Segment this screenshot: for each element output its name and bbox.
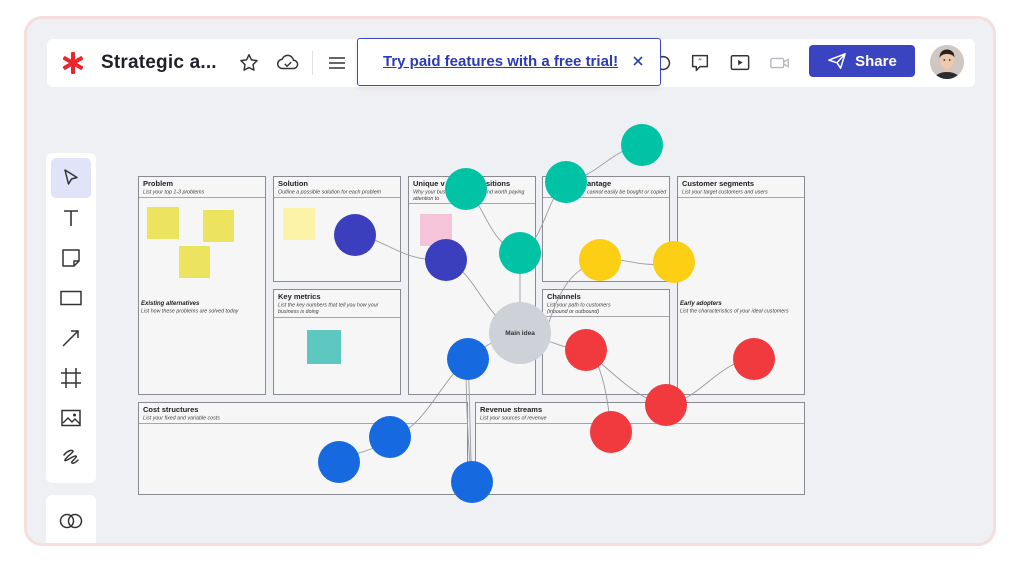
mindmap-node[interactable] — [451, 461, 493, 503]
menu-icon[interactable] — [325, 51, 349, 75]
main-idea-node[interactable] — [489, 302, 551, 364]
send-icon — [828, 53, 847, 69]
uvp-title-right: sitions — [486, 179, 510, 188]
channels-title: Channels — [547, 292, 581, 301]
key-metrics-subtitle-2: business is doing — [278, 309, 319, 315]
existing-subtitle: List how these problems are solved today — [141, 309, 239, 315]
mindmap-node[interactable] — [579, 239, 621, 281]
advantage-title: antage — [587, 179, 611, 188]
board-title[interactable]: Strategic a... — [101, 52, 217, 73]
select-tool[interactable] — [51, 158, 91, 198]
mindmap-node[interactable] — [445, 168, 487, 210]
mindmap-node[interactable] — [499, 232, 541, 274]
revenue-title: Revenue streams — [480, 405, 542, 414]
pen-scribble-icon — [63, 449, 79, 464]
text-tool[interactable] — [51, 198, 91, 238]
shape-tool[interactable] — [51, 278, 91, 318]
rectangle-icon — [60, 290, 82, 306]
star-icon[interactable] — [237, 51, 261, 75]
avatar[interactable] — [930, 45, 964, 79]
mindmap-node[interactable] — [369, 416, 411, 458]
problem-subtitle: List your top 1-3 problems — [143, 190, 205, 196]
problem-title: Problem — [143, 179, 173, 188]
mindmap-node[interactable] — [447, 338, 489, 380]
mindmap-node[interactable] — [425, 239, 467, 281]
cell-revenue[interactable] — [475, 402, 805, 495]
existing-title: Existing alternatives — [141, 301, 200, 307]
mindmap-node[interactable] — [545, 161, 587, 203]
uvp-subtitle-2: attention to — [413, 196, 439, 202]
image-tool[interactable] — [51, 398, 91, 438]
feedback-icon[interactable]: ” — [688, 51, 712, 75]
costs-subtitle: List your fixed and variable costs — [143, 416, 220, 422]
mindmap-node[interactable] — [590, 411, 632, 453]
sticky-note[interactable] — [203, 210, 234, 242]
solution-subtitle: Outline a possible solution for each pro… — [278, 190, 382, 196]
toolbar-divider — [312, 51, 313, 75]
mindmap-node[interactable] — [733, 338, 775, 380]
solution-title: Solution — [278, 179, 308, 188]
presentation-icon[interactable] — [728, 51, 752, 75]
text-icon — [64, 210, 78, 226]
mindmap-node[interactable] — [318, 441, 360, 483]
sticky-note-icon — [62, 249, 80, 267]
sticky-note[interactable] — [283, 208, 315, 240]
cloud-saved-icon[interactable] — [276, 51, 300, 75]
svg-text:”: ” — [698, 56, 702, 66]
trial-banner: Try paid features with a free trial! — [357, 38, 661, 86]
mindmap-node[interactable] — [653, 241, 695, 283]
sticky-note[interactable] — [179, 246, 210, 278]
main-idea-label: Main idea — [505, 330, 535, 337]
uvp-subtitle-left: Why your bus — [413, 190, 446, 196]
segments-title: Customer segments — [682, 179, 754, 188]
sticky-note-tool[interactable] — [51, 238, 91, 278]
image-icon — [61, 409, 81, 427]
early-adopters-title: Early adopters — [680, 301, 722, 307]
cursor-icon — [64, 169, 78, 185]
share-button[interactable]: Share — [809, 45, 915, 77]
trial-link[interactable]: Try paid features with a free trial! — [383, 53, 619, 70]
channels-subtitle-2: (inbound or outbound) — [547, 309, 599, 315]
key-metrics-title: Key metrics — [278, 292, 321, 301]
left-toolbar — [46, 153, 96, 483]
app-logo-icon[interactable] — [59, 49, 87, 77]
bottom-toolbar — [46, 495, 96, 543]
early-adopters-subtitle: List the characteristics of your ideal c… — [680, 309, 789, 315]
advantage-subtitle: cannot easily be bought or copied — [587, 190, 667, 196]
overlap-circles-icon — [59, 513, 83, 529]
uvp-title-left: Unique v — [413, 179, 445, 188]
arrow-icon — [62, 330, 79, 347]
mindmap-node[interactable] — [565, 329, 607, 371]
frame-icon — [61, 368, 81, 388]
arrow-tool[interactable] — [51, 318, 91, 358]
cell-costs[interactable] — [138, 402, 468, 495]
key-metrics-subtitle-1: List the key numbers that tell you how y… — [278, 303, 379, 309]
revenue-subtitle: List your sources of revenue — [480, 416, 547, 422]
sticky-note[interactable] — [307, 330, 341, 364]
segments-subtitle: List your target customers and users — [682, 190, 768, 196]
frame-tool[interactable] — [51, 358, 91, 398]
mindmap-node[interactable] — [645, 384, 687, 426]
video-call-icon[interactable] — [768, 51, 792, 75]
close-icon[interactable] — [628, 51, 648, 71]
pen-tool[interactable] — [51, 438, 91, 478]
mindmap-node[interactable] — [621, 124, 663, 166]
channels-subtitle-1: List your path to customers — [547, 303, 611, 309]
mindmap-node[interactable] — [334, 214, 376, 256]
costs-title: Cost structures — [143, 405, 198, 414]
templates-tool[interactable] — [51, 501, 91, 541]
sticky-note[interactable] — [147, 207, 179, 239]
uvp-subtitle-right: nd worth paying — [487, 190, 524, 196]
share-label: Share — [855, 52, 897, 70]
